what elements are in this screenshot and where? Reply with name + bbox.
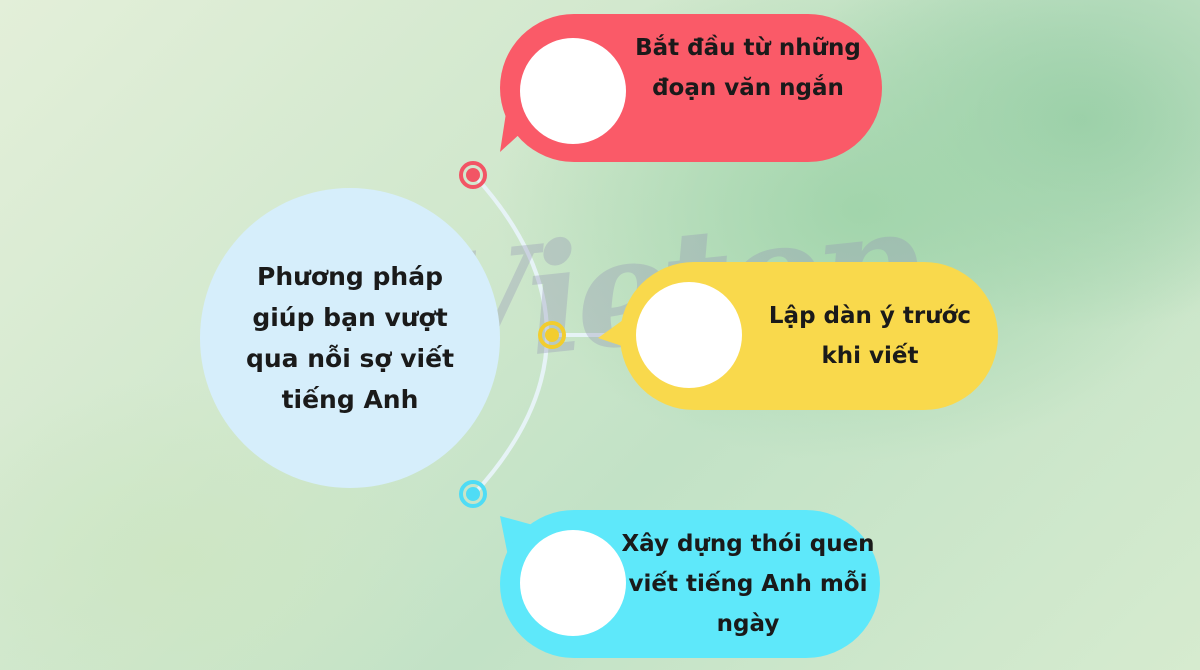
node-marker-1 bbox=[459, 161, 487, 189]
item-bubble-3: Xây dựng thói quen viết tiếng Anh mỗi ng… bbox=[500, 510, 880, 658]
item-1-label: Bắt đầu từ những đoạn văn ngắn bbox=[635, 35, 861, 101]
item-2-label: Lập dàn ý trước khi viết bbox=[768, 303, 972, 369]
node-marker-2 bbox=[538, 321, 566, 349]
central-topic: Phương pháp giúp bạn vượt qua nỗi sợ viế… bbox=[200, 188, 500, 488]
item-bubble-1: Bắt đầu từ những đoạn văn ngắn bbox=[500, 14, 882, 162]
bubble-1-disc bbox=[520, 38, 626, 144]
item-3-label: Xây dựng thói quen viết tiếng Anh mỗi ng… bbox=[621, 531, 875, 637]
bubble-2-disc bbox=[636, 282, 742, 388]
central-topic-text: Phương pháp giúp bạn vượt qua nỗi sợ viế… bbox=[245, 262, 455, 414]
node-marker-3 bbox=[459, 480, 487, 508]
bubble-3-disc bbox=[520, 530, 626, 636]
item-bubble-2: Lập dàn ý trước khi viết bbox=[620, 262, 998, 410]
